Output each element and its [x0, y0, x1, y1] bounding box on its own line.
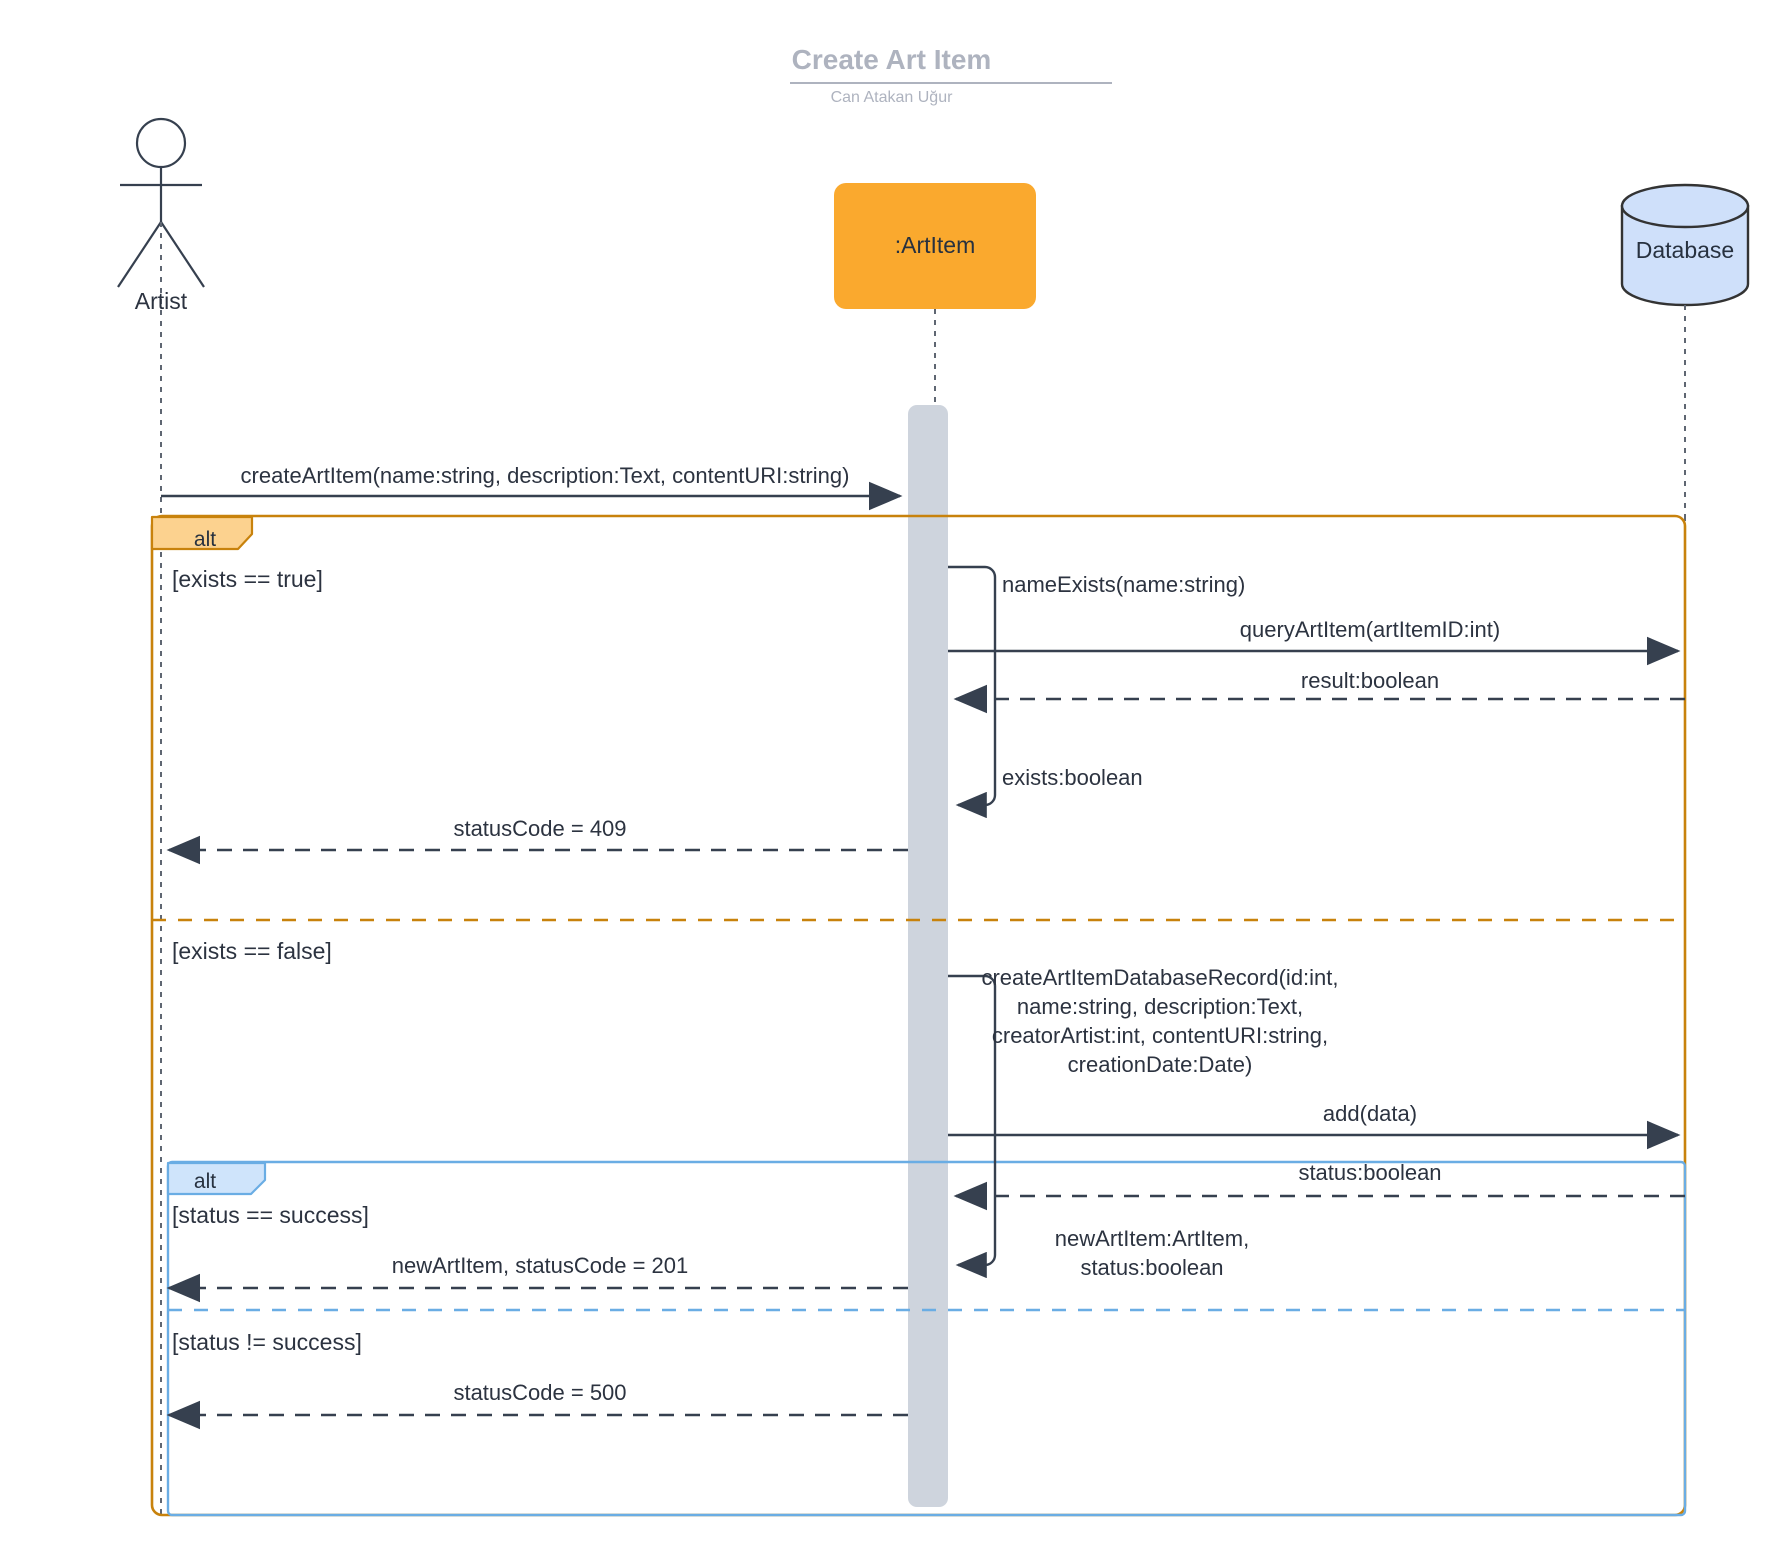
page-subtitle: Can Atakan Uğur — [830, 89, 953, 106]
lifeline-head-database — [1620, 183, 1750, 307]
guard-status-success: [status == success] — [172, 1202, 369, 1228]
guard-exists-false: [exists == false] — [172, 938, 332, 964]
page-title: Create Art Item — [791, 44, 992, 75]
message-label-new-art-item-status-201: newArtItem, statusCode = 201 — [391, 1253, 689, 1278]
message-label-status-code-409: statusCode = 409 — [453, 816, 627, 841]
lifeline-label-artitem: :ArtItem — [894, 232, 976, 258]
message-label-create-art-item-database-record: createArtItemDatabaseRecord(id:int,name:… — [981, 965, 1339, 1078]
lifeline-label-database: Database — [1635, 237, 1735, 263]
message-label-exists-boolean: exists:boolean — [1002, 765, 1143, 790]
actor-artist-figure — [117, 117, 205, 288]
arrow-create-art-item-database-record — [948, 974, 997, 1279]
message-label-result-boolean: result:boolean — [1300, 668, 1440, 693]
activation-bar-artitem — [908, 405, 948, 1507]
fragment-alt-outer-tab — [150, 515, 254, 551]
message-label-add-data: add(data) — [1322, 1101, 1418, 1126]
message-label-query-art-item: queryArtItem(artItemID:int) — [1239, 617, 1501, 642]
guard-exists-true: [exists == true] — [172, 566, 323, 592]
lifeline-label-artist: Artist — [134, 288, 188, 314]
fragment-alt-inner — [166, 1160, 1687, 1517]
message-label-name-exists: nameExists(name:string) — [1002, 572, 1246, 597]
message-label-status-boolean: status:boolean — [1298, 1160, 1442, 1185]
message-label-create-art-item: createArtItem(name:string, description:T… — [240, 463, 850, 488]
fragment-alt-inner-keyword: alt — [193, 1170, 217, 1193]
fragment-alt-outer-keyword: alt — [193, 528, 217, 551]
lifeline-head-artitem — [834, 183, 1036, 309]
arrow-name-exists — [948, 565, 997, 819]
fragment-alt-inner-tab — [166, 1161, 267, 1196]
message-label-status-code-500: statusCode = 500 — [453, 1380, 627, 1405]
guard-status-not-success: [status != success] — [172, 1329, 362, 1355]
message-label-new-art-item-return: newArtItem:ArtItem,status:boolean — [1054, 1226, 1250, 1281]
